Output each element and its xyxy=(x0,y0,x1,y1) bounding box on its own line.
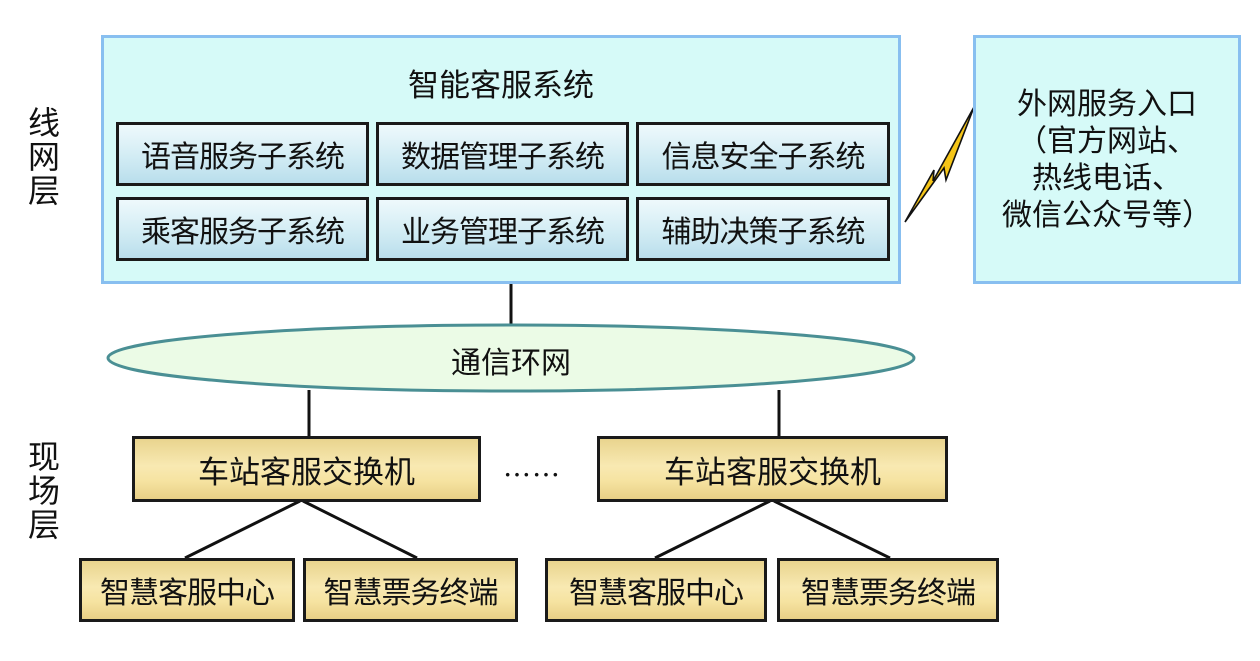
subsystem-decision-support: 辅助决策子系统 xyxy=(636,197,890,261)
layer-label-text: 现场层 xyxy=(23,440,61,542)
external-portal-line: 微信公众号等） xyxy=(1002,198,1212,233)
ring-network-ellipse xyxy=(106,323,916,393)
ring-network-label: 通信环网 xyxy=(451,346,571,381)
connector-switch-1-to-terminal-2 xyxy=(302,499,418,560)
station-2-smart-ticketing-terminal: 智慧票务终端 xyxy=(777,558,999,622)
subsystem-data-management: 数据管理子系统 xyxy=(376,122,629,186)
station-1-smart-service-center: 智慧客服中心 xyxy=(79,558,295,622)
system-title: 智能客服系统 xyxy=(408,68,594,104)
layer-label-text: 线网层 xyxy=(23,106,61,208)
layer-label-line-network: 线网层 xyxy=(22,106,62,217)
subsystem-business-management: 业务管理子系统 xyxy=(376,197,629,261)
external-portal-line: 热线电话、 xyxy=(1032,161,1182,196)
external-portal-line: （官方网站、 xyxy=(1017,124,1197,159)
station-1-smart-ticketing-terminal: 智慧票务终端 xyxy=(303,558,518,622)
lightning-bolt-icon xyxy=(904,106,975,223)
intelligent-service-system-panel: 智能客服系统 语音服务子系统 数据管理子系统 信息安全子系统 乘客服务子系统 业… xyxy=(101,35,901,284)
subsystem-passenger-service: 乘客服务子系统 xyxy=(116,197,369,261)
station-switch-2: 车站客服交换机 xyxy=(597,436,948,502)
external-service-portal-panel: 外网服务入口 （官方网站、 热线电话、 微信公众号等） xyxy=(973,35,1241,284)
connector-switch-2-to-terminal-2 xyxy=(773,499,891,560)
subsystem-voice-service: 语音服务子系统 xyxy=(116,122,369,186)
subsystem-information-security: 信息安全子系统 xyxy=(636,122,890,186)
station-switch-1: 车站客服交换机 xyxy=(132,436,481,502)
ellipsis-more-stations: …… xyxy=(503,450,561,483)
connector-switch-1-to-terminal-1 xyxy=(184,499,301,560)
layer-label-field: 现场层 xyxy=(22,440,62,551)
station-2-smart-service-center: 智慧客服中心 xyxy=(545,558,767,622)
connector-switch-2-to-terminal-1 xyxy=(654,499,771,560)
external-portal-line: 外网服务入口 xyxy=(1017,87,1197,122)
